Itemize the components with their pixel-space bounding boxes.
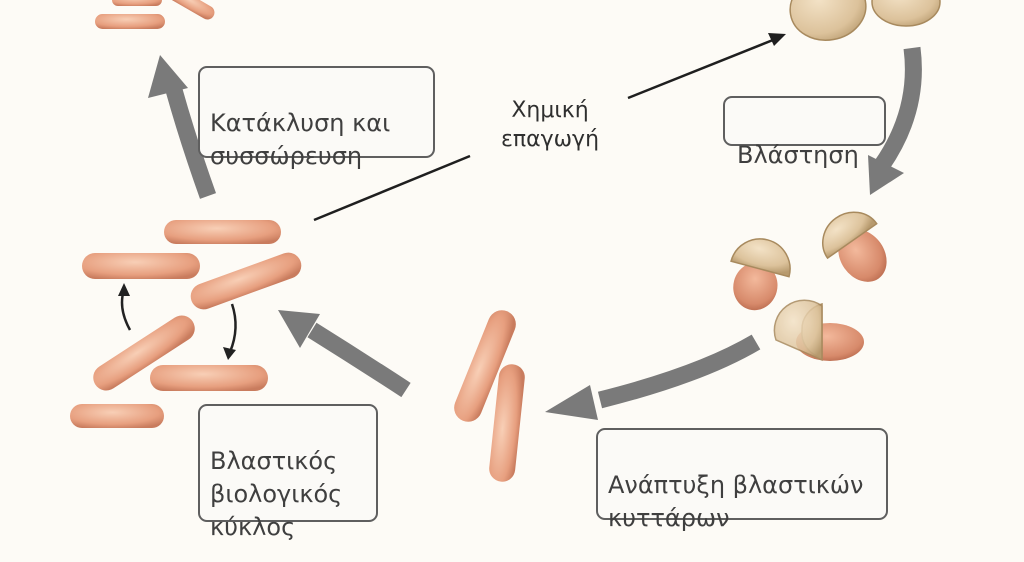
rod-cell: [70, 404, 164, 428]
rod-cell: [454, 310, 516, 422]
induction-line: [313, 154, 471, 222]
germination-label: Βλάστηση: [737, 141, 859, 169]
germinating-spore: [730, 238, 791, 311]
germinating-spore: [822, 211, 887, 282]
arrow-to-vegetative: [307, 322, 411, 398]
rod-cell: [190, 252, 302, 310]
germination-label-box: Βλάστηση: [723, 96, 886, 169]
rod-cell: [489, 364, 525, 482]
vegetative-cycle-label: Βλαστικός βιολογικός κύκλος: [210, 447, 343, 541]
arrowhead-up-icon: [148, 55, 188, 98]
rod-cell: [150, 365, 268, 391]
arrowhead-left-icon: [545, 385, 598, 420]
rod-cell: [95, 14, 165, 29]
induction-arrowhead-icon: [768, 33, 786, 46]
germinating-spore: [773, 299, 864, 362]
spores-top: [789, 0, 941, 41]
germinating-spores: [730, 211, 887, 362]
flooding-label: Κατάκλυση και συσσώρευση: [210, 109, 391, 170]
cycle-arrows: [165, 46, 922, 409]
vegetative-cycle-arrows: [118, 283, 237, 360]
rod-cell: [167, 0, 215, 20]
vegetative-cycle-cells: [70, 220, 302, 428]
chemical-induction-label: Χημική επαγωγή: [500, 98, 600, 152]
growing-cells: [454, 310, 525, 482]
arrow-germination: [874, 46, 922, 170]
spore: [871, 0, 941, 27]
rod-cell: [93, 315, 195, 391]
arrowhead-down-icon: [868, 155, 904, 195]
spore: [789, 0, 867, 41]
rod-cell: [112, 0, 162, 6]
induction-arrow-line: [627, 36, 779, 100]
chemical-induction-pointer: [313, 36, 779, 222]
arrowhead: [223, 347, 236, 360]
arrow-to-flooding: [165, 87, 217, 199]
vegetative-growth-label: Ανάπτυξη βλαστικών κυττάρων: [608, 471, 864, 532]
cycle-arrowheads: [148, 55, 904, 420]
arrowhead: [118, 283, 130, 296]
curved-arrow-down-icon: [228, 303, 237, 353]
rod-cell: [164, 220, 281, 244]
aggregated-cells-top: [95, 0, 215, 29]
rod-cell: [82, 253, 200, 279]
flooding-label-box: Κατάκλυση και συσσώρευση: [198, 66, 435, 170]
arrowhead-left-icon: [278, 310, 320, 348]
vegetative-cycle-label-box: Βλαστικός βιολογικός κύκλος: [198, 404, 378, 541]
vegetative-growth-label-box: Ανάπτυξη βλαστικών κυττάρων: [596, 428, 888, 532]
arrow-to-growth: [597, 334, 761, 409]
